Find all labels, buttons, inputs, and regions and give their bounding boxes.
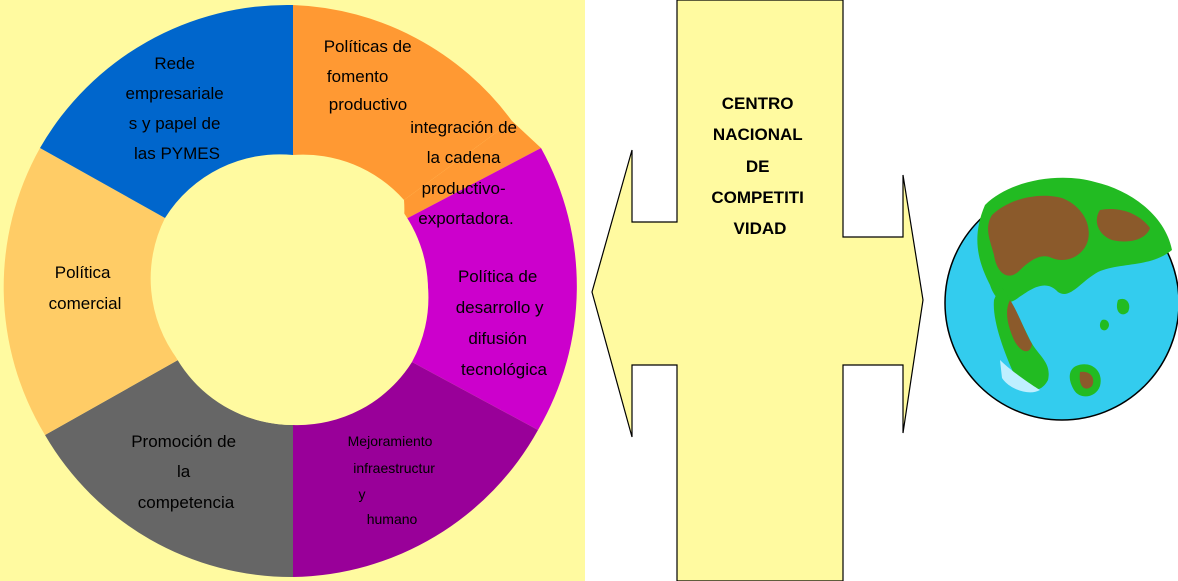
label-competition: Promoción de la competencia (131, 432, 241, 512)
center-title: CENTRO NACIONAL DE COMPETITI VIDAD (711, 94, 808, 238)
segment-tech (404, 148, 577, 430)
label-networks: Rede empresariale s y papel de las PYMES (126, 54, 229, 163)
ring-center (158, 155, 428, 425)
label-policies: Políticas de fomento productivo (324, 37, 417, 114)
policy-ring (3, 4, 577, 578)
segment-commercial (3, 148, 179, 435)
segment-networks (40, 4, 293, 218)
label-infra: Mejoramiento infraestructur y humano (348, 433, 439, 527)
label-integration: integración de la cadena productivo- exp… (410, 118, 522, 228)
globe-icon (944, 177, 1178, 421)
segment-integration (404, 121, 541, 220)
center-double-arrow (591, 0, 924, 581)
segment-policies (293, 5, 512, 200)
label-commercial: Política comercial (49, 263, 122, 313)
label-tech: Política de desarrollo y difusión tecnol… (456, 267, 549, 379)
segment-competition (45, 360, 293, 578)
segment-infra (293, 362, 538, 577)
